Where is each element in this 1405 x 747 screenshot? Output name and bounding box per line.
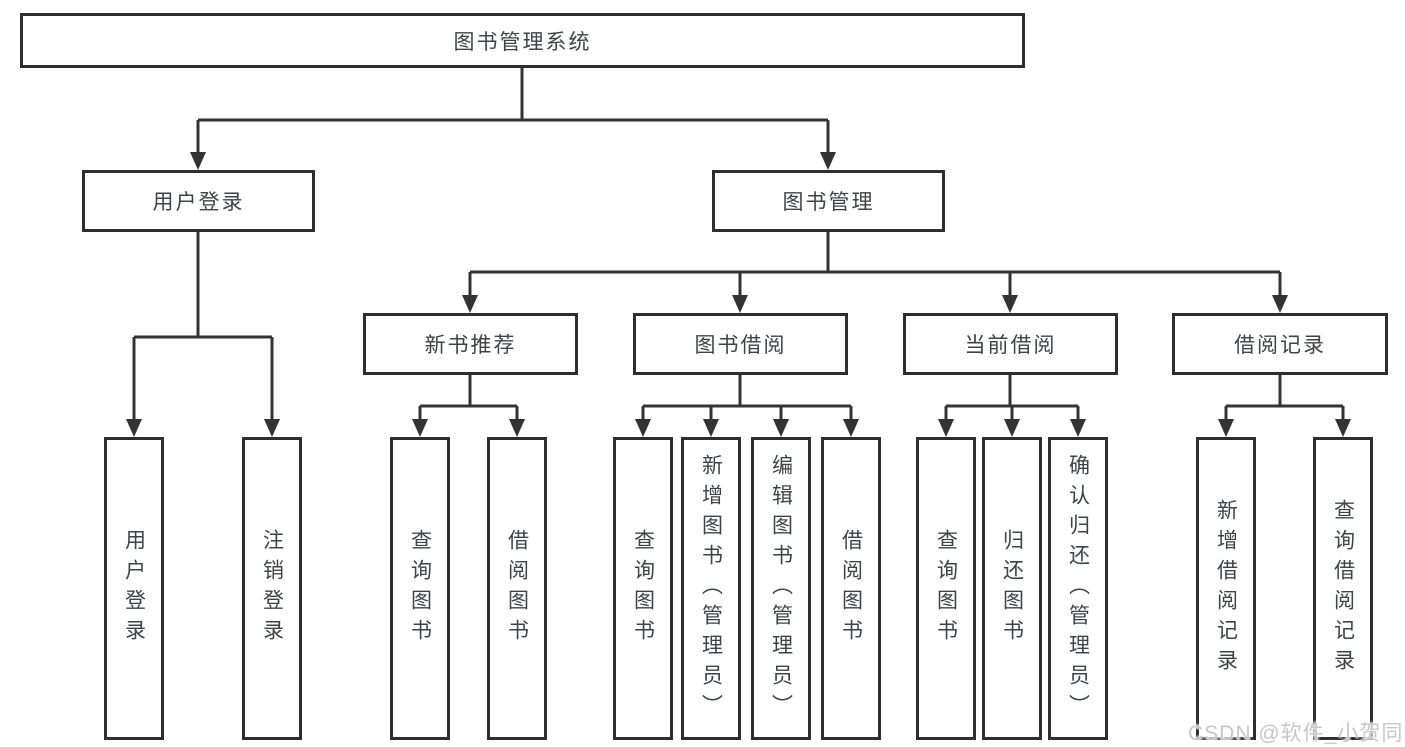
leaf-newrec-borrow-books: 借阅图书	[487, 437, 547, 740]
leaf-records-add-record: 新增借阅记录	[1196, 437, 1256, 740]
node-root-system: 图书管理系统	[20, 13, 1025, 68]
node-new-book-recommend: 新书推荐	[363, 313, 578, 375]
node-book-management: 图书管理	[712, 170, 945, 232]
leaf-borrow-query-books: 查询图书	[613, 437, 673, 740]
node-borrowing-records: 借阅记录	[1172, 313, 1388, 375]
leaf-newrec-query-books: 查询图书	[390, 437, 450, 740]
leaf-current-query-books: 查询图书	[916, 437, 976, 740]
leaf-records-query-record: 查询借阅记录	[1313, 437, 1373, 740]
node-book-borrowing: 图书借阅	[633, 313, 848, 375]
node-current-borrowing: 当前借阅	[903, 313, 1118, 375]
leaf-current-confirm-return-admin: 确认归还（管理员）	[1048, 437, 1108, 740]
arrowheads	[126, 152, 1351, 437]
node-user-login: 用户登录	[82, 170, 315, 232]
leaf-user-login: 用户登录	[104, 437, 164, 740]
leaf-borrow-add-books-admin: 新增图书（管理员）	[681, 437, 741, 740]
leaf-borrow-edit-books-admin: 编辑图书（管理员）	[751, 437, 811, 740]
csdn-watermark: CSDN @软件_小贺同学	[1188, 722, 1405, 745]
leaf-borrow-borrow-books: 借阅图书	[821, 437, 881, 740]
leaf-current-return-books: 归还图书	[982, 437, 1042, 740]
leaf-logout: 注销登录	[242, 437, 302, 740]
